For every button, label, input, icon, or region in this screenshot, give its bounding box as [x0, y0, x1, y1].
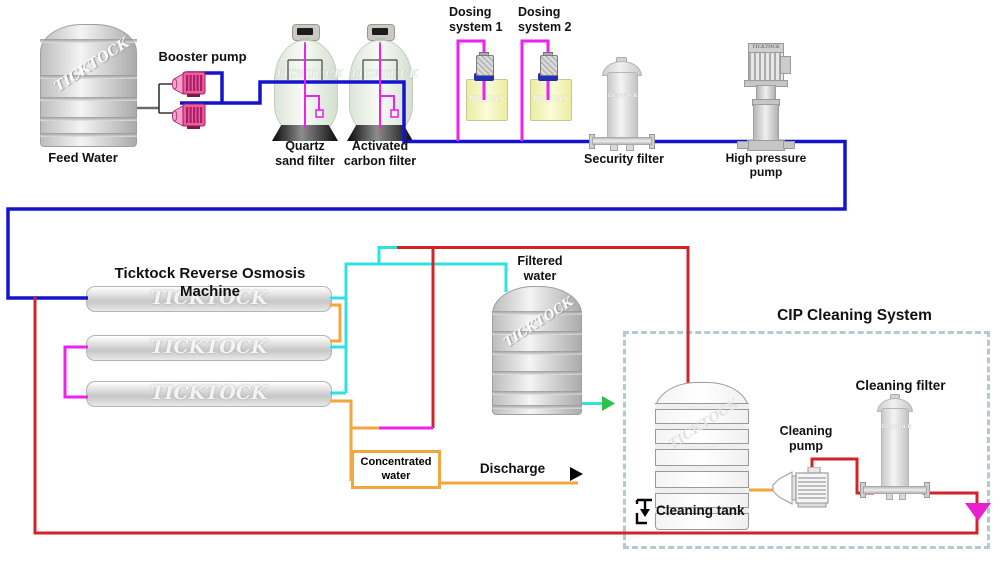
discharge-label: Discharge — [479, 461, 546, 476]
dosing-pump-2 — [540, 55, 558, 76]
valve-display — [372, 28, 388, 35]
carbon-filter-label: Activated carbon filter — [343, 139, 417, 168]
cleaning-filter: TICKTOCK — [860, 392, 930, 507]
vessel-riser-tubes — [304, 44, 395, 129]
ro-machine-title: Ticktock Reverse Osmosis Machine — [114, 265, 306, 300]
feed-water-label: Feed Water — [48, 150, 118, 165]
dosing-pump-collar — [474, 73, 494, 81]
feed-water-tank: TICKTOCK — [40, 24, 137, 147]
brand-watermark: TICKTOCK — [501, 294, 577, 351]
valve-display — [297, 28, 313, 35]
drain-port — [390, 109, 399, 118]
security-filter: TICKTOCK — [589, 55, 655, 151]
booster-pump-2 — [172, 103, 206, 129]
high-pressure-pump-label: High pressure pump — [725, 151, 807, 180]
brand-watermark: TICKTOCK — [51, 34, 133, 96]
cleaning-pump — [772, 467, 829, 508]
booster-pump-label: Booster pump — [158, 49, 247, 64]
permeate-pipe — [330, 246, 604, 405]
drain-port — [315, 109, 324, 118]
dosing-pump-collar — [538, 73, 558, 81]
filter-valve-head — [367, 24, 395, 41]
cip-pipe — [33, 246, 979, 535]
security-filter-label: Security filter — [584, 152, 664, 166]
dosing-system-2-label: Dosing system 2 — [518, 5, 572, 34]
concentrated-water-box: Concentrated water — [351, 450, 441, 489]
vessel-base — [347, 125, 413, 141]
outlet-flow-arrow-icon — [602, 396, 615, 411]
dosing-pump-1 — [476, 55, 494, 76]
concentrate-interconnect — [330, 303, 342, 343]
drain-arrow-icon — [635, 498, 652, 525]
cip-system-boundary — [623, 331, 990, 549]
discharge-arrow-icon — [570, 467, 583, 481]
dosing-system-1-label: Dosing system 1 — [449, 5, 503, 34]
cleaning-tank-label: Cleaning tank — [656, 503, 745, 518]
filtered-water-label: Filtered water — [517, 254, 563, 283]
membrane-stage-connector — [63, 345, 88, 399]
booster-pump-1 — [172, 71, 206, 97]
concentrate-pipe — [330, 399, 778, 492]
vessel-base — [272, 125, 338, 141]
concentrated-water-label: Concentrated water — [360, 455, 432, 482]
cleaning-filter-label: Cleaning filter — [855, 378, 946, 393]
cleaning-pump-label: Cleaning pump — [779, 424, 833, 453]
filtered-water-tank: TICKTOCK — [492, 286, 582, 415]
cip-system-title: CIP Cleaning System — [777, 307, 932, 324]
quartz-filter-label: Quartz sand filter — [275, 139, 335, 168]
high-pressure-pump: TICKTOCK — [735, 42, 795, 152]
cip-flow-arrow-icon — [965, 503, 991, 521]
cleaning-tank: TICKTOCK — [655, 382, 749, 530]
